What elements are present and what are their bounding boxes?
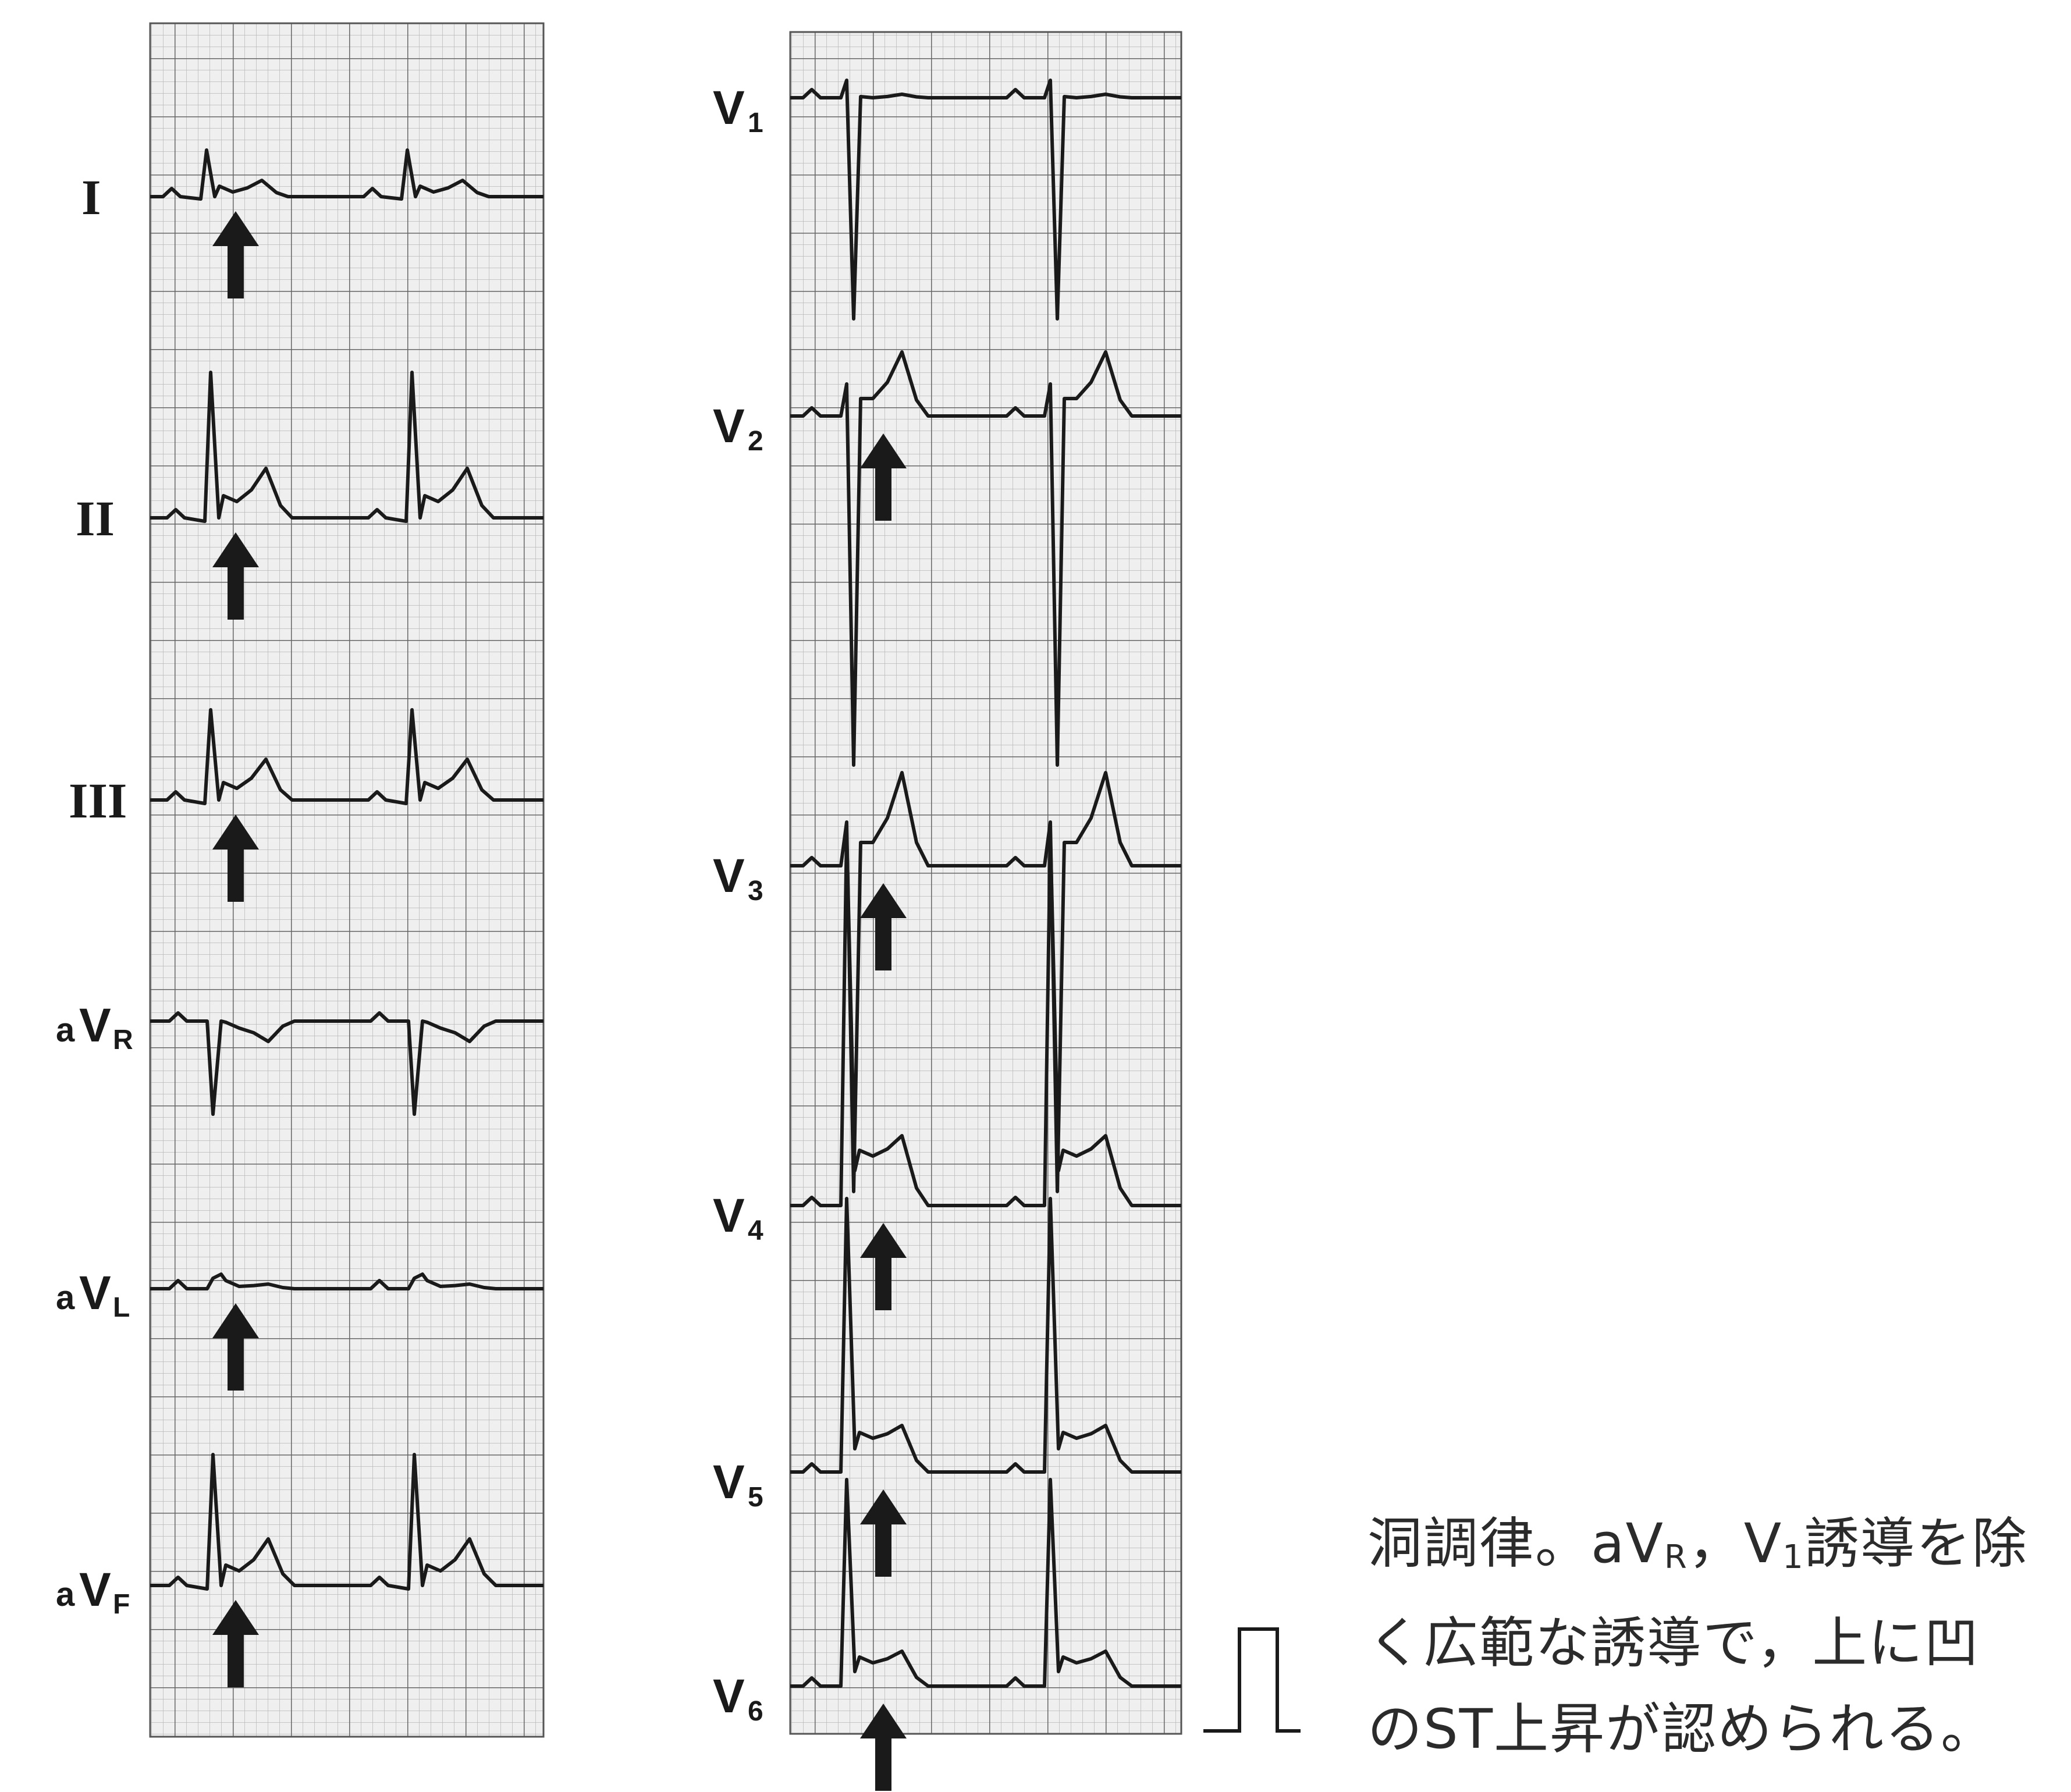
lead-label-avf-sub: F (113, 1589, 130, 1620)
caption-line-1: 洞調律。aVR，V1誘導を除 (1367, 1501, 2054, 1601)
limb-lead-strip (149, 22, 545, 1738)
lead-label-avl-prefix: a (56, 1279, 75, 1317)
st-elevation-arrow-v6 (860, 1704, 907, 1791)
lead-label-v6-sub: 6 (748, 1696, 763, 1727)
st-elevation-arrows (212, 211, 907, 1791)
caption-text-1: 洞調律。aV (1367, 1512, 1664, 1576)
caption: 洞調律。aVR，V1誘導を除 く広範な誘導で，上に凹 のST上昇が認められる。 (1367, 1501, 2054, 1773)
lead-label-v3-main: V (713, 849, 745, 902)
lead-label-ii: II (76, 490, 115, 546)
trace-avl (150, 1272, 543, 1290)
st-elevation-arrow-avf (212, 1600, 259, 1687)
trace-v5 (790, 1197, 1181, 1474)
lead-label-v3-sub: 3 (748, 876, 763, 906)
calibration-pulse (1203, 1627, 1301, 1733)
trace-i (150, 148, 543, 201)
caption-text-3: 誘導を除 (1804, 1512, 2028, 1576)
caption-sub-r: R (1664, 1538, 1688, 1576)
st-elevation-arrow-v5 (860, 1489, 907, 1577)
trace-ii (150, 371, 543, 523)
lead-label-v1-sub: 1 (748, 108, 763, 138)
st-elevation-arrow-v4 (860, 1223, 907, 1310)
trace-avf (150, 1453, 543, 1591)
trace-v3 (790, 771, 1181, 1193)
st-elevation-arrow-iii (212, 815, 259, 902)
lead-label-iii: III (69, 773, 127, 829)
trace-iii (150, 708, 543, 805)
lead-label-v2-main: V (713, 400, 745, 453)
lead-label-avr-sub: R (113, 1025, 133, 1055)
trace-v4 (790, 831, 1181, 1207)
lead-label-v5-main: V (713, 1456, 745, 1509)
lead-label-v4-sub: 4 (748, 1215, 763, 1246)
st-elevation-arrow-v2 (860, 433, 907, 521)
trace-v2 (790, 350, 1181, 767)
trace-avr (150, 1011, 543, 1116)
caption-sub-1: 1 (1782, 1538, 1804, 1576)
st-elevation-arrow-avl (212, 1303, 259, 1391)
lead-label-v1-main: V (713, 81, 745, 134)
lead-label-i: I (81, 169, 101, 225)
st-elevation-arrow-ii (212, 532, 259, 620)
st-elevation-arrow-i (212, 211, 259, 298)
lead-label-v6-main: V (713, 1670, 745, 1723)
lead-label-v5-sub: 5 (748, 1482, 763, 1513)
caption-text-2: ，V (1688, 1512, 1783, 1576)
ecg-traces (150, 79, 1181, 1688)
caption-line-3: のST上昇が認められる。 (1367, 1698, 1997, 1761)
lead-label-v4-main: V (713, 1189, 745, 1242)
lead-label-avl-main: V (79, 1267, 111, 1320)
trace-v6 (790, 1478, 1181, 1688)
lead-label-avr-prefix: a (56, 1011, 75, 1049)
lead-label-avf-prefix: a (56, 1576, 75, 1613)
lead-label-avr-main: V (79, 999, 111, 1052)
trace-v1 (790, 79, 1181, 321)
caption-line-2: く広範な誘導で，上に凹 (1367, 1612, 1980, 1675)
lead-label-avf-main: V (79, 1563, 111, 1616)
lead-label-v2-sub: 2 (748, 426, 763, 457)
lead-label-avl-sub: L (113, 1292, 130, 1323)
st-elevation-arrow-v3 (860, 883, 907, 970)
